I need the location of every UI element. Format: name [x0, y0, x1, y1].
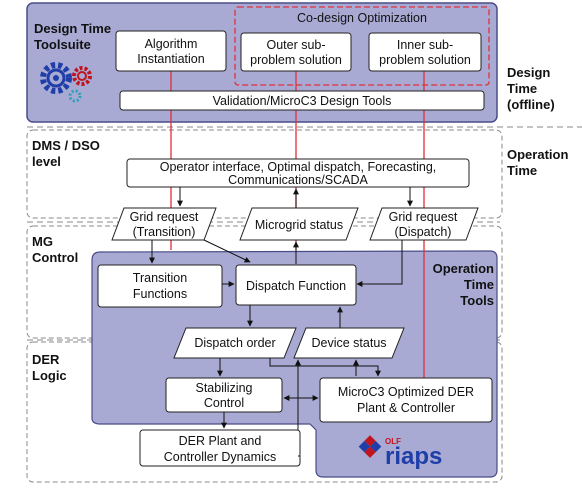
microc3-box: [319, 377, 493, 423]
outer-label-1: Outer sub-: [266, 38, 325, 52]
microgrid-status-label: Microgrid status: [255, 218, 343, 232]
design-time-right-3: (offline): [507, 97, 555, 112]
dispatch-function-label: Dispatch Function: [246, 279, 346, 293]
inner-subproblem-box: [368, 32, 482, 72]
der-plant-label-1: DER Plant and: [179, 434, 262, 448]
algorithm-label-2: Instantiation: [137, 52, 204, 66]
outer-label-2: problem solution: [250, 53, 342, 67]
grid-request-dispatch: [369, 207, 479, 241]
dispatch-function-box: [235, 264, 357, 306]
der-plant-label-2: Controller Dynamics: [164, 450, 277, 464]
algorithm-instantiation-box: [115, 30, 227, 72]
transition-label-1: Transition: [133, 271, 187, 285]
ott-label-1: Operation: [433, 261, 494, 276]
design-time-right-1: Design: [507, 65, 550, 80]
device-status: [293, 327, 405, 359]
outer-subproblem-box: [240, 32, 352, 72]
grid-req-t-2: (Transition): [133, 225, 196, 239]
microgrid-status: [239, 207, 359, 241]
grid-req-d-2: (Dispatch): [395, 225, 452, 239]
operation-time-1: Operation: [507, 147, 568, 162]
dms-dso-label-2: level: [32, 154, 61, 169]
der-logic-label-1: DER: [32, 352, 60, 367]
stabilizing-label-1: Stabilizing: [196, 381, 253, 395]
arrow-gridreq-d-to-dispatch: [356, 240, 403, 287]
der-logic-frame: [26, 341, 503, 483]
inner-label-2: problem solution: [379, 53, 471, 67]
microc3-label-1: MicroC3 Optimized DER: [338, 385, 474, 399]
dispatch-order: [173, 327, 297, 359]
operator-interface-box: [126, 158, 470, 188]
microc3-label-2: Plant & Controller: [357, 401, 455, 415]
mg-control-label-2: Control: [32, 250, 78, 265]
design-time-right-2: Time: [507, 81, 537, 96]
dms-dso-label-1: DMS / DSO: [32, 138, 100, 153]
co-design-box: [234, 6, 490, 86]
validation-tools-bar: [119, 90, 485, 111]
co-design-title: Co-design Optimization: [297, 11, 427, 25]
ott-label-2: Time: [464, 277, 494, 292]
stabilizing-label-2: Control: [204, 396, 244, 410]
algorithm-label-1: Algorithm: [145, 37, 198, 51]
logo-small-text: OLF: [385, 437, 401, 446]
dispatch-order-label: Dispatch order: [194, 336, 275, 350]
operation-time-2: Time: [507, 163, 537, 178]
validation-label: Validation/MicroC3 Design Tools: [213, 94, 392, 108]
operator-label-2: Communications/SCADA: [228, 173, 368, 187]
design-time-label-1: Design Time: [34, 21, 111, 36]
ott-label-3: Tools: [460, 293, 494, 308]
gears-icon: [40, 62, 92, 103]
grid-req-d-1: Grid request: [389, 210, 458, 224]
grid-req-t-1: Grid request: [130, 210, 199, 224]
transition-functions-box: [97, 264, 223, 308]
arrow-gridreq-to-dispatch-1: [203, 239, 251, 263]
device-status-label: Device status: [311, 336, 386, 350]
mg-control-label-1: MG: [32, 234, 53, 249]
transition-label-2: Functions: [133, 287, 187, 301]
der-logic-label-2: Logic: [32, 368, 67, 383]
operator-label-1: Operator interface, Optimal dispatch, Fo…: [160, 160, 437, 174]
inner-label-1: Inner sub-: [397, 38, 453, 52]
der-plant-box: [139, 429, 301, 467]
arrow-order-to-microc3: [269, 358, 381, 377]
design-time-label-2: Toolsuite: [34, 37, 91, 52]
logo-text: riaps: [385, 443, 442, 470]
